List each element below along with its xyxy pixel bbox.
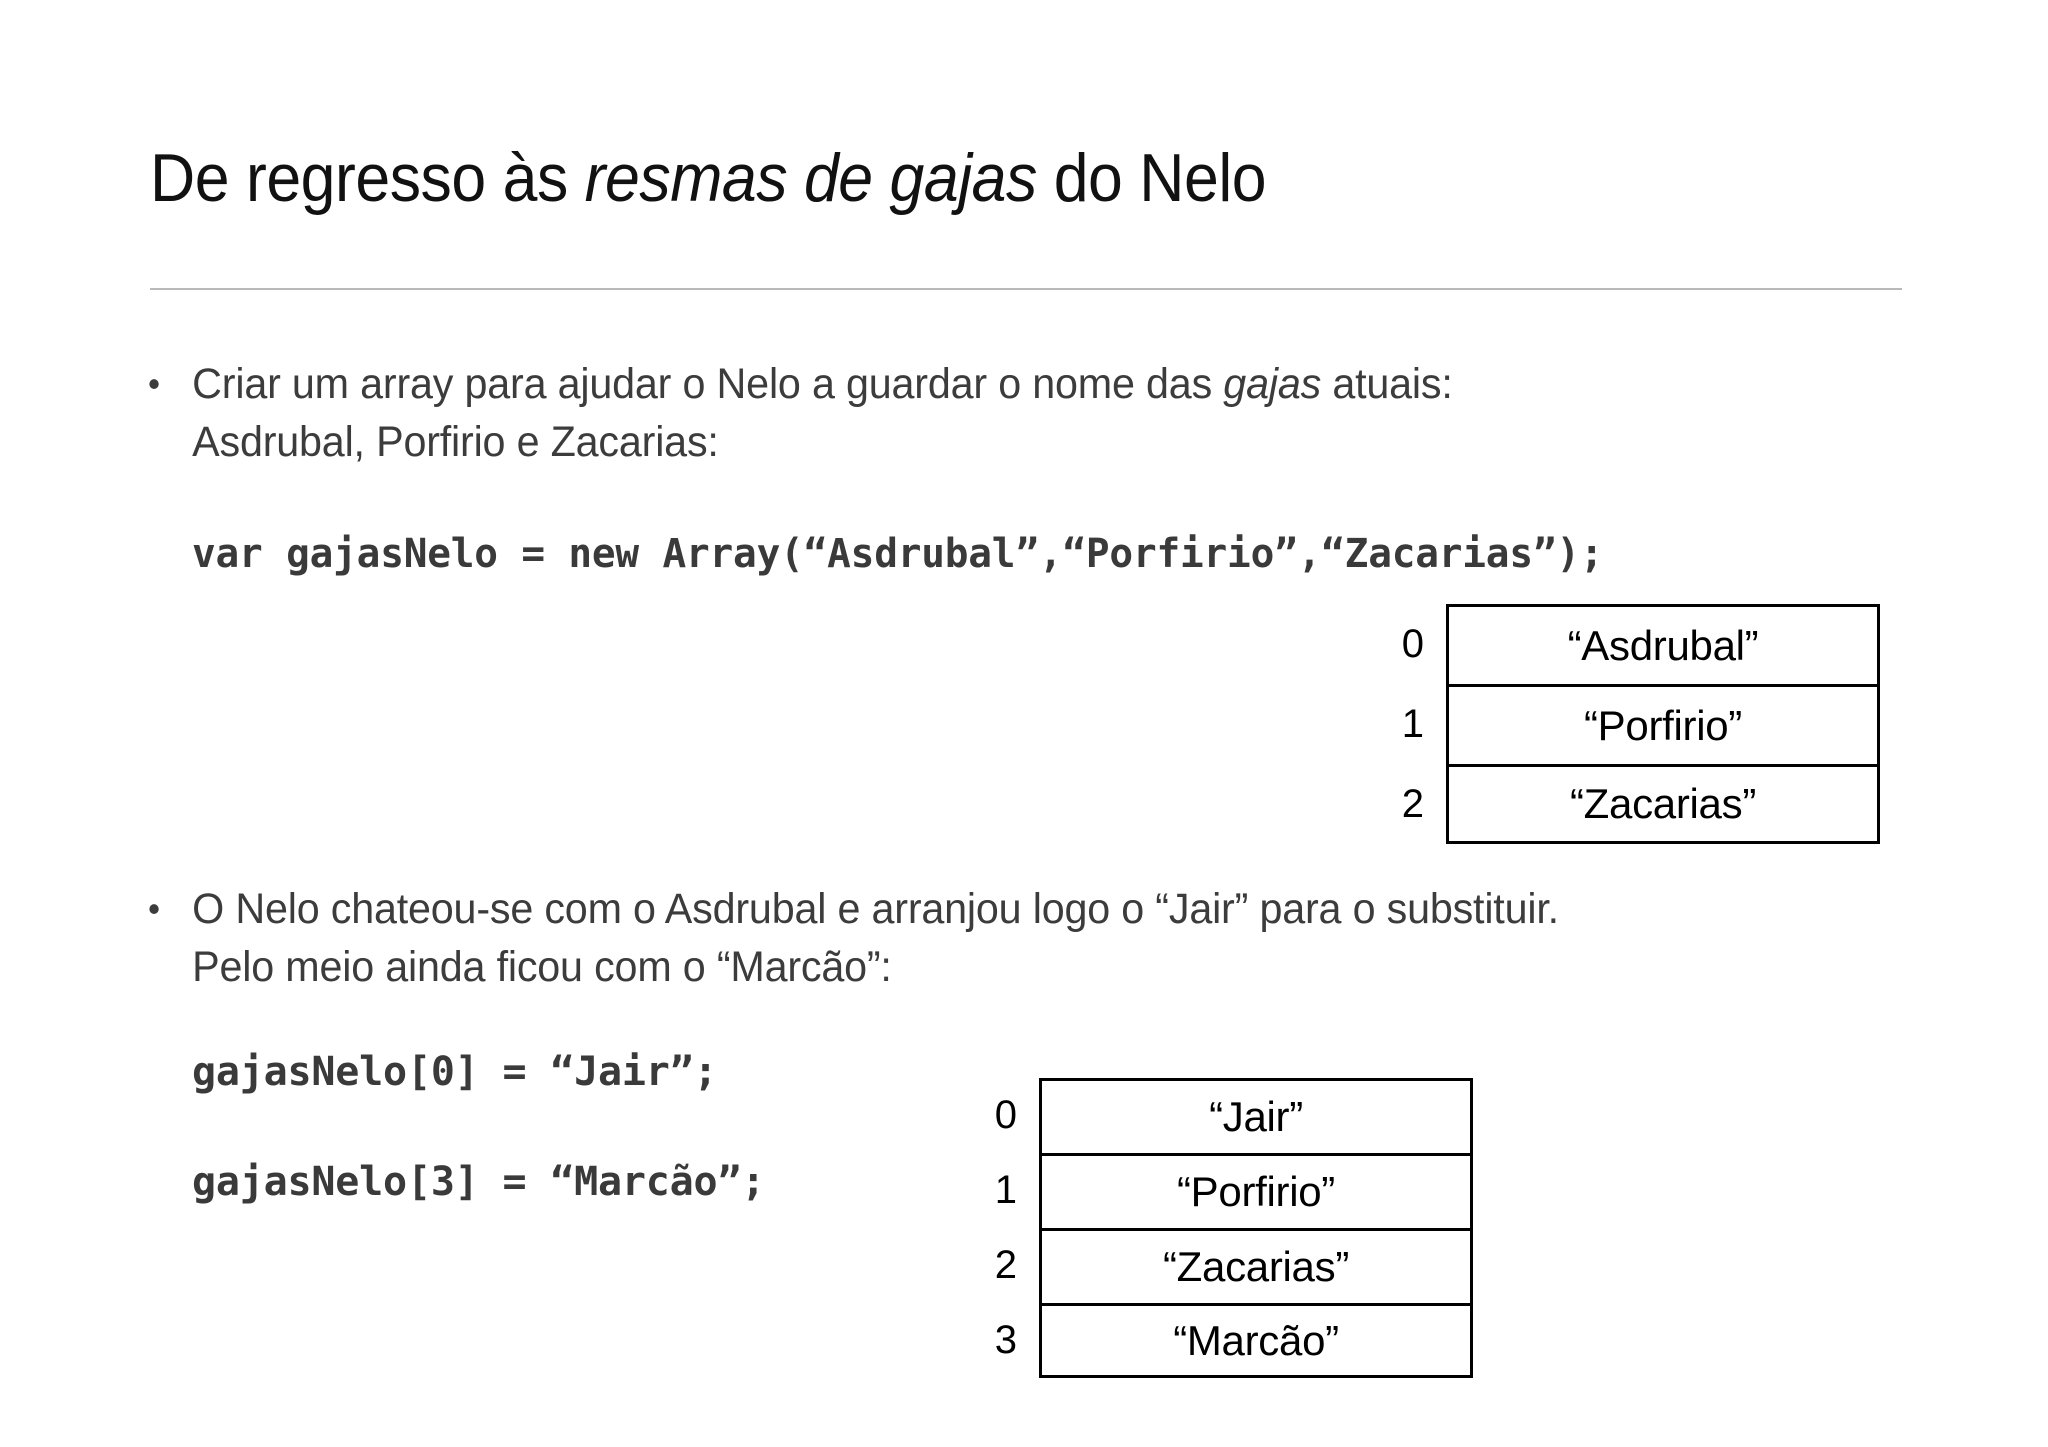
bullet-2-line-2: Pelo meio ainda ficou com o “Marcão”: xyxy=(192,943,892,991)
table-row: 1 “Porfirio” xyxy=(1392,684,1880,764)
bullet-1-line-1-before: Criar um array para ajudar o Nelo a guar… xyxy=(192,360,1224,408)
array-index-label: 2 xyxy=(994,1243,1017,1287)
code-assign-index-0: gajasNelo[0] = “Jair”; xyxy=(192,1049,718,1095)
title-divider xyxy=(150,288,1902,290)
bullet-marker-icon: • xyxy=(148,888,160,929)
table-row: 3 “Marcão” xyxy=(985,1303,1473,1378)
array-table-updated: 0 “Jair” 1 “Porfirio” 2 “Zacarias” 3 “Ma… xyxy=(985,1078,1473,1378)
title-part-after: do Nelo xyxy=(1036,140,1267,216)
bullet-item-1: • Criar um array para ajudar o Nelo a gu… xyxy=(148,355,1857,471)
bullet-1-line-2: Asdrubal, Porfirio e Zacarias: xyxy=(192,418,719,466)
array-cell-value: “Zacarias” xyxy=(1446,764,1880,844)
bullet-1-line-1-italic: gajas xyxy=(1223,360,1322,408)
bullet-item-2: • O Nelo chateou-se com o Asdrubal e arr… xyxy=(148,880,1876,996)
array-cell-value: “Asdrubal” xyxy=(1446,604,1880,684)
table-row: 0 “Jair” xyxy=(985,1078,1473,1153)
page-title: De regresso às resmas de gajas do Nelo xyxy=(150,144,1267,212)
title-part-italic: resmas de gajas xyxy=(584,140,1038,216)
bullet-marker-icon: • xyxy=(148,363,160,404)
table-row: 0 “Asdrubal” xyxy=(1392,604,1880,684)
bullet-1-line-1-after: atuais: xyxy=(1321,360,1453,408)
table-row: 1 “Porfirio” xyxy=(985,1153,1473,1228)
array-cell-value: “Porfirio” xyxy=(1446,684,1880,764)
table-row: 2 “Zacarias” xyxy=(1392,764,1880,844)
code-assign-index-3: gajasNelo[3] = “Marcão”; xyxy=(192,1159,766,1205)
array-cell-value: “Porfirio” xyxy=(1039,1153,1473,1228)
array-table-initial: 0 “Asdrubal” 1 “Porfirio” 2 “Zacarias” xyxy=(1392,604,1880,844)
array-cell-value: “Zacarias” xyxy=(1039,1228,1473,1303)
bullet-2-line-1: O Nelo chateou-se com o Asdrubal e arran… xyxy=(192,885,1559,933)
array-cell-value: “Marcão” xyxy=(1039,1303,1473,1378)
bullet-1-line-1: Criar um array para ajudar o Nelo a guar… xyxy=(192,355,1857,413)
array-index-label: 1 xyxy=(994,1168,1017,1212)
title-part-before: De regresso às xyxy=(150,140,585,216)
code-declaration: var gajasNelo = new Array(“Asdrubal”,“Po… xyxy=(192,531,1604,577)
array-index-label: 1 xyxy=(1401,701,1424,746)
array-index-label: 2 xyxy=(1401,781,1424,826)
array-index-label: 0 xyxy=(994,1093,1017,1137)
array-cell-value: “Jair” xyxy=(1039,1078,1473,1153)
table-row: 2 “Zacarias” xyxy=(985,1228,1473,1303)
array-index-label: 0 xyxy=(1401,621,1424,666)
array-index-label: 3 xyxy=(994,1318,1017,1362)
